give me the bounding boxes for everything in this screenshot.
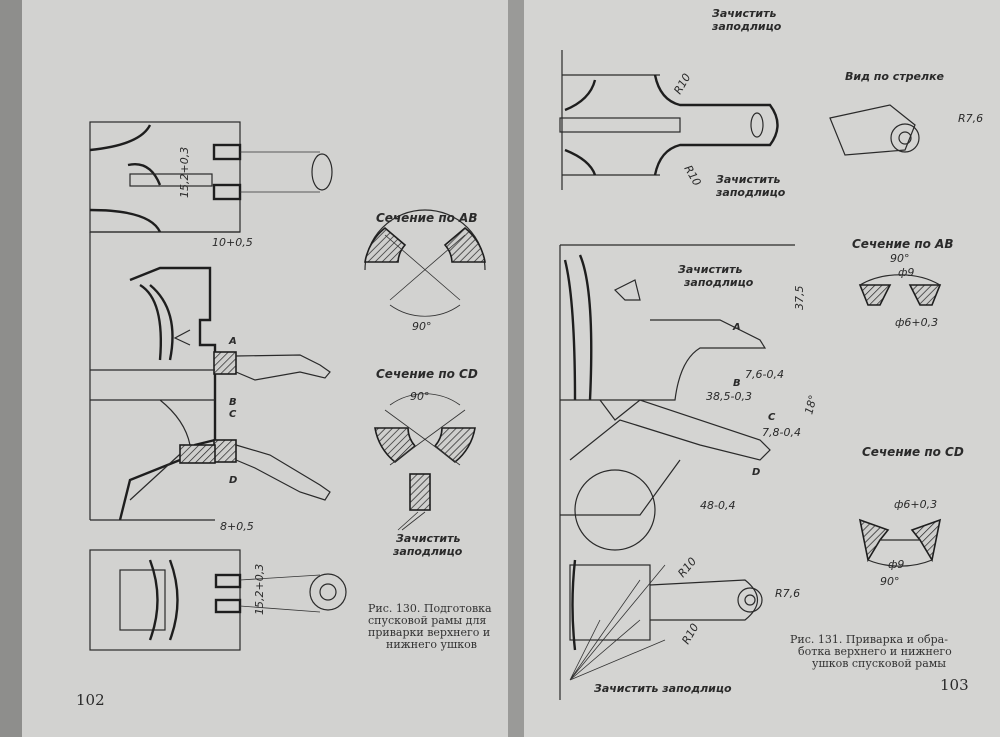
clean-flush-note: заподлицо xyxy=(715,186,786,199)
label-a: A xyxy=(228,336,237,347)
clean-flush-note: заподлицо xyxy=(683,276,754,289)
dim: 15,2+0,3 xyxy=(253,564,266,615)
dim: ф6+0,3 xyxy=(894,498,937,511)
clean-flush-note: заподлицо xyxy=(711,20,782,33)
dim: 38,5-0,3 xyxy=(706,390,752,403)
dim: 18° xyxy=(802,394,820,416)
section-cd-label: Сечение по CD xyxy=(862,445,964,459)
figure-caption: приварки верхнего и xyxy=(368,626,490,639)
dim: 10+0,5 xyxy=(212,236,253,249)
label-a: A xyxy=(732,322,741,333)
dim: 7,6-0,4 xyxy=(745,368,784,381)
clean-flush-note: заподлицо xyxy=(392,545,463,558)
dim: 15,2+0,3 xyxy=(178,147,191,198)
dim: 7,8-0,4 xyxy=(762,426,801,439)
angle-cd: 90° xyxy=(410,390,430,403)
label-d: D xyxy=(752,467,760,478)
dim: 90° xyxy=(880,575,900,588)
dim: 48-0,4 xyxy=(700,499,735,512)
dim: 8+0,5 xyxy=(220,520,254,533)
fig130-drawing xyxy=(89,121,486,651)
figure-caption: нижнего ушков xyxy=(386,638,477,651)
label-b: B xyxy=(733,378,741,389)
dim: ф9 xyxy=(898,266,914,279)
fig131-drawing xyxy=(559,50,942,700)
dim: ф6+0,3 xyxy=(895,316,938,329)
dim: R7,6 xyxy=(775,587,800,600)
label-c: C xyxy=(229,409,237,420)
page-number: 103 xyxy=(940,676,969,694)
clean-flush-note: Зачистить xyxy=(716,173,780,186)
clean-flush-note: Зачистить xyxy=(712,7,776,20)
arrow-view-label: Вид по стрелке xyxy=(845,70,945,83)
figure-caption: ушков спусковой рамы xyxy=(812,657,946,670)
dim: 90° xyxy=(890,252,910,265)
figure-caption: спусковой рамы для xyxy=(368,614,486,627)
figure-caption: Рис. 130. Подготовка xyxy=(368,602,492,615)
label-c: C xyxy=(768,412,776,423)
fig130-labels: Сечение по AB Сечение по CD 90° 90° Зачи… xyxy=(76,147,492,709)
clean-flush-note: Зачистить xyxy=(678,263,742,276)
book-spine xyxy=(508,0,528,737)
label-b: B xyxy=(229,397,237,408)
clean-flush-note: Зачистить xyxy=(396,532,460,545)
page-number: 102 xyxy=(76,691,105,709)
clean-flush-note: Зачистить заподлицо xyxy=(594,682,732,695)
left-page xyxy=(14,0,516,737)
angle-ab: 90° xyxy=(412,320,432,333)
figure-caption: ботка верхнего и нижнего xyxy=(798,645,952,658)
dim: ф9 xyxy=(888,558,904,571)
right-page xyxy=(524,0,1000,737)
figure-caption: Рис. 131. Приварка и обра- xyxy=(790,633,948,646)
dim: 37,5 xyxy=(793,286,806,311)
section-cd-label: Сечение по CD xyxy=(376,367,478,381)
label-d: D xyxy=(229,475,237,486)
page-edges xyxy=(0,0,22,737)
section-ab-label: Сечение по AB xyxy=(376,211,477,225)
dim: R7,6 xyxy=(958,112,983,125)
section-ab-label: Сечение по AB xyxy=(852,237,953,251)
